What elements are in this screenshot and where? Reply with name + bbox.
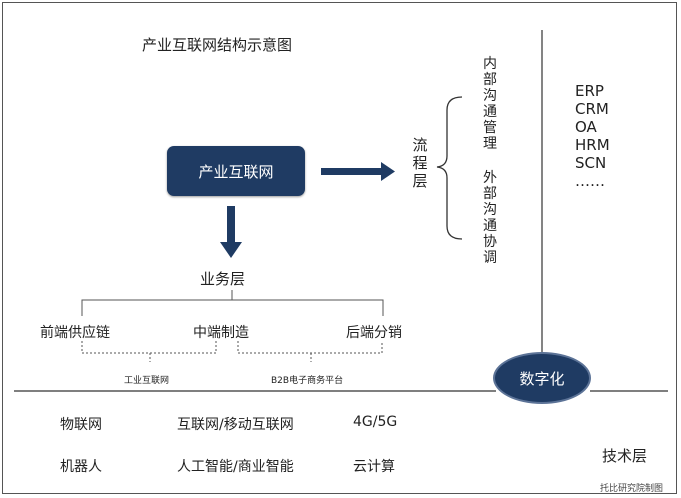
business-item-front: 前端供应链 — [40, 325, 110, 341]
tech-item: 物联网 — [60, 417, 102, 433]
platform-industrial: 工业互联网 — [124, 376, 170, 386]
system-item: SCN — [575, 154, 607, 172]
tech-item: 4G/5G — [353, 414, 398, 430]
business-bracket — [81, 290, 384, 316]
business-item-middle: 中端制造 — [193, 325, 249, 341]
flow-brace — [436, 96, 463, 240]
arrow-down-shaft — [227, 206, 235, 244]
diagram-title: 产业互联网结构示意图 — [142, 36, 293, 54]
arrow-right-head — [381, 162, 395, 181]
platform-bracket-1 — [81, 341, 217, 362]
credit-text: 托比研究院制图 — [600, 484, 664, 494]
system-list: ERP CRM OA HRM SCN …… — [575, 82, 610, 190]
system-item: HRM — [575, 136, 610, 154]
system-item: …… — [575, 172, 605, 190]
system-item: CRM — [575, 100, 609, 118]
system-item: OA — [575, 118, 597, 136]
tech-item: 人工智能/商业智能 — [177, 459, 294, 475]
system-item: ERP — [575, 82, 604, 100]
internal-communication: 内部沟通管理 — [483, 56, 497, 152]
digital-node: 数字化 — [493, 352, 591, 404]
business-layer-label: 业务层 — [200, 270, 246, 288]
external-coordination: 外部沟通协调 — [483, 170, 497, 266]
tech-layer-label: 技术层 — [602, 447, 648, 465]
platform-bracket-2 — [237, 341, 383, 362]
tech-item: 互联网/移动互联网 — [177, 417, 294, 433]
platform-b2b: B2B电子商务平台 — [271, 376, 344, 386]
tech-item: 机器人 — [60, 459, 102, 475]
arrow-right-shaft — [321, 168, 383, 175]
core-node: 产业互联网 — [167, 146, 305, 196]
business-item-back: 后端分销 — [346, 325, 402, 341]
tech-item: 云计算 — [353, 459, 395, 475]
diagram-frame — [2, 2, 677, 494]
arrow-down-head — [220, 242, 242, 258]
flow-layer-label: 流程层 — [412, 136, 428, 190]
